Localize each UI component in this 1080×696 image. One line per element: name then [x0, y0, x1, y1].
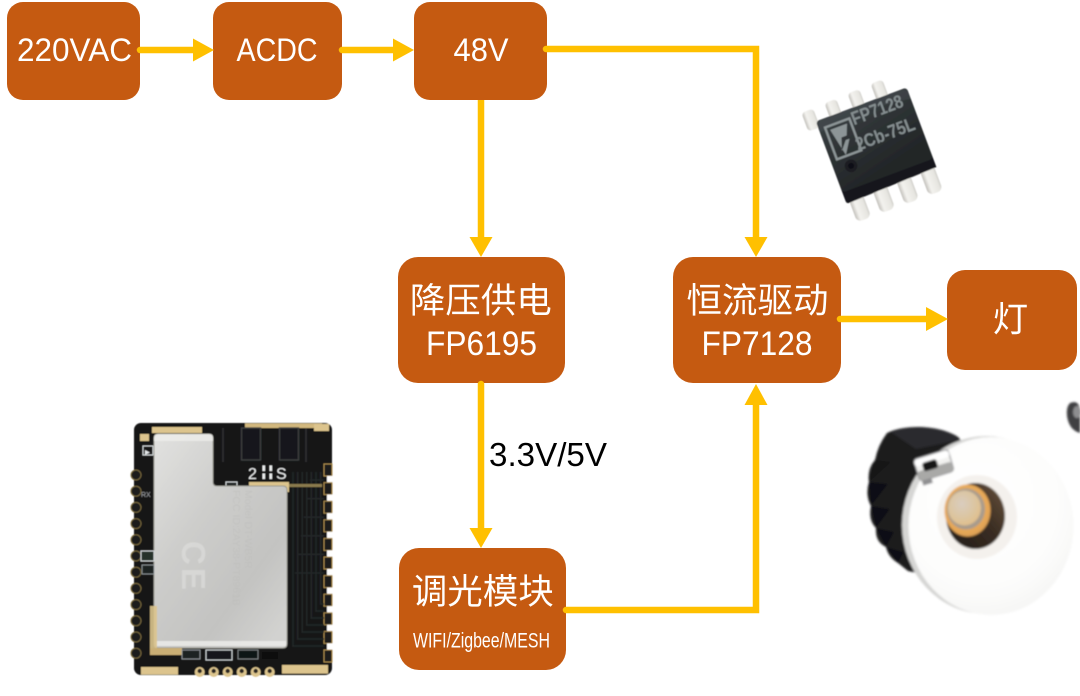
svg-text:ACDC: ACDC: [237, 32, 318, 68]
svg-text:FCC ID:2AY38-PT8961B: FCC ID:2AY38-PT8961B: [230, 490, 242, 606]
svg-text:Model DT-WB5R: Model DT-WB5R: [242, 490, 254, 569]
svg-text:WIFI/Zigbee/MESH: WIFI/Zigbee/MESH: [413, 630, 550, 653]
svg-text:CE: CE: [175, 541, 212, 593]
svg-text:2: 2: [248, 466, 257, 483]
svg-text:220VAC: 220VAC: [17, 32, 132, 68]
svg-text:FP7128: FP7128: [702, 325, 813, 363]
svg-text:S: S: [276, 466, 287, 483]
svg-text:3.3V/5V: 3.3V/5V: [489, 436, 607, 473]
svg-text:RX: RX: [141, 492, 151, 499]
svg-text:48V: 48V: [454, 32, 510, 68]
svg-text:FP6195: FP6195: [426, 325, 537, 363]
